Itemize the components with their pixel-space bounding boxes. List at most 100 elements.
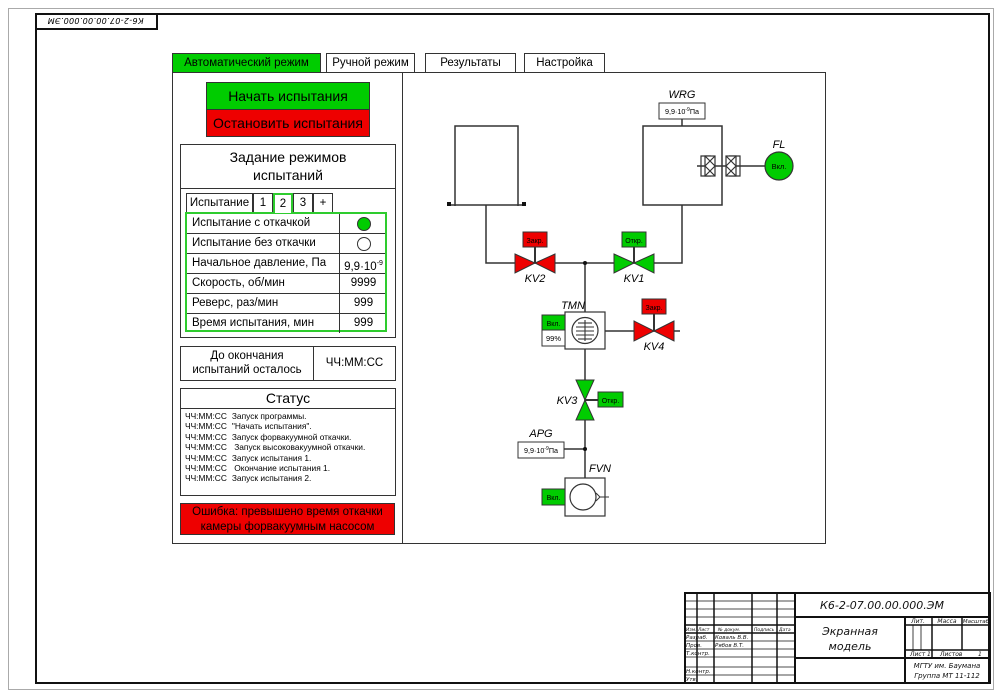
remaining-label-line2: испытаний осталось (192, 364, 302, 376)
modes-title-line2: испытаний (253, 167, 323, 183)
tab-settings[interactable]: Настройка (524, 53, 605, 73)
initial-pressure-field[interactable]: 9,9·10-9 (339, 254, 387, 273)
log-message: Окончание испытания 1. (231, 463, 331, 474)
tb-sheets-value: 1 (978, 651, 982, 658)
pipe-junction-apg (583, 447, 587, 451)
log-message: "Начать испытания". (231, 421, 312, 432)
tb-role-checker: Пров. (686, 643, 702, 649)
main-panel (172, 72, 826, 544)
panel-divider (402, 72, 403, 544)
tb-role-tcontrol: Т.контр. (686, 651, 710, 657)
error-line1: Ошибка: превышено время откачки (192, 506, 383, 518)
pressure-mantissa: 9,9·10 (344, 260, 377, 273)
tb-sheets-label: Листов (939, 651, 963, 658)
tab-auto-mode[interactable]: Автоматический режим (172, 53, 321, 73)
param-label: Испытание без откачки (192, 237, 316, 249)
param-label: Начальное давление, Па (192, 257, 327, 269)
fl-label: FL (773, 139, 786, 151)
log-message: Запуск испытания 1. (231, 452, 312, 463)
tab-results[interactable]: Результаты (425, 53, 516, 73)
status-log-entry: ЧЧ:ММ:СС Запуск высоковакуумной откачки. (185, 442, 395, 452)
fvn-label: FVN (589, 463, 611, 475)
title-block (684, 592, 991, 684)
kv3-label: KV3 (557, 395, 579, 407)
param-row-duration: Время испытания, мин 999 (187, 314, 385, 334)
log-time: ЧЧ:ММ:СС (185, 452, 227, 463)
flange-bolt-left (447, 202, 451, 206)
tb-person-checker: Рябов В.Т. (715, 643, 744, 649)
tmn-pump[interactable]: TMN Вкл. 99% (541, 300, 606, 350)
tb-org-line2: Группа МТ 11-112 (914, 672, 980, 680)
flange-bolt-right (522, 202, 526, 206)
apg-label: APG (528, 428, 553, 440)
test-tab-2[interactable]: 2 (273, 193, 293, 213)
tb-header-date: Дата (778, 627, 791, 633)
tb-sheet-value: 1 (927, 651, 931, 658)
error-message: Ошибка: превышено время откачки камеры ф… (180, 503, 395, 535)
kv3-state: Откр. (602, 398, 620, 405)
param-label: Время испытания, мин (192, 317, 315, 329)
wrg-label: WRG (669, 89, 696, 101)
status-log-entry: ЧЧ:ММ:СС "Начать испытания". (185, 421, 395, 431)
param-row-reverse: Реверс, раз/мин 999 (187, 294, 385, 314)
tb-name-line2: модель (829, 640, 872, 653)
param-row-without-pumping: Испытание без откачки (187, 234, 385, 254)
stop-tests-button[interactable]: Остановить испытания (206, 109, 370, 137)
param-label: Реверс, раз/мин (192, 297, 279, 309)
fvn-pump[interactable]: FVN Вкл. (541, 463, 611, 517)
kv4-valve[interactable]: Закр. KV4 (633, 298, 680, 353)
pressure-exponent: -9 (376, 260, 383, 267)
sheet-border (8, 8, 994, 690)
status-log-entry: ЧЧ:ММ:СС Окончание испытания 1. (185, 463, 395, 473)
tmn-state: Вкл. (547, 321, 561, 328)
remaining-time-value: ЧЧ:ММ:СС (313, 347, 395, 380)
tb-name-line1: Экранная (821, 625, 878, 638)
tmn-speed: 99% (546, 334, 561, 343)
kv2-label: KV2 (525, 273, 546, 285)
speed-field[interactable]: 9999 (339, 274, 387, 293)
tmn-label: TMN (561, 300, 585, 312)
param-row-with-pumping: Испытание с откачкой (187, 214, 385, 234)
drawing-frame (35, 13, 990, 684)
wrg-reading: 9,9·10-9Па (665, 107, 699, 116)
fl-state: Вкл. (772, 162, 787, 171)
tb-role-ncontrol: Н.контр. (686, 669, 711, 675)
log-message: Запуск испытания 2. (231, 473, 312, 484)
tb-sheet-label: Лист (909, 651, 926, 658)
kv2-valve[interactable]: Закр. KV2 (514, 231, 556, 285)
pipe-junction (583, 261, 587, 265)
tb-designation: К6-2-07.00.00.000.ЭМ (820, 599, 944, 612)
tab-manual-mode[interactable]: Ручной режим (326, 53, 415, 73)
radio-with-pumping[interactable] (339, 214, 387, 233)
radio-without-pumping[interactable] (339, 234, 387, 253)
tb-header-sign: Подпись (754, 627, 775, 633)
reverse-field[interactable]: 999 (339, 294, 387, 313)
kv1-valve[interactable]: Откр. KV1 (613, 231, 655, 285)
kv4-state: Закр. (645, 305, 662, 312)
tb-lit-label: Лит. (910, 618, 925, 625)
fvn-rotor-icon (569, 483, 597, 511)
log-time: ЧЧ:ММ:СС (185, 421, 227, 432)
status-title: Статус (181, 389, 395, 409)
log-time: ЧЧ:ММ:СС (185, 431, 227, 442)
kv3-valve[interactable]: Откр. KV3 (557, 379, 624, 421)
tb-header-list: Лист (697, 627, 710, 633)
log-message: Запуск высоковакуумной откачки. (231, 442, 366, 453)
kv2-state: Закр. (526, 238, 543, 245)
test-params-table: Испытание с откачкой Испытание без откач… (185, 212, 387, 334)
left-chamber (454, 125, 519, 206)
status-log-entry: ЧЧ:ММ:СС Запуск испытания 2. (185, 473, 395, 483)
tb-header-izm: Изм. (686, 627, 697, 633)
kv1-label: KV1 (624, 273, 645, 285)
log-time: ЧЧ:ММ:СС (185, 473, 227, 484)
apg-reading: 9,9·10-9Па (524, 446, 558, 455)
error-line2: камеры форвакуумным насосом (200, 521, 375, 533)
param-row-speed: Скорость, об/мин 9999 (187, 274, 385, 294)
wrg-gauge-box (658, 102, 706, 120)
remaining-time-block: До окончания испытаний осталось ЧЧ:ММ:СС (180, 346, 396, 381)
duration-field[interactable]: 999 (339, 314, 387, 333)
